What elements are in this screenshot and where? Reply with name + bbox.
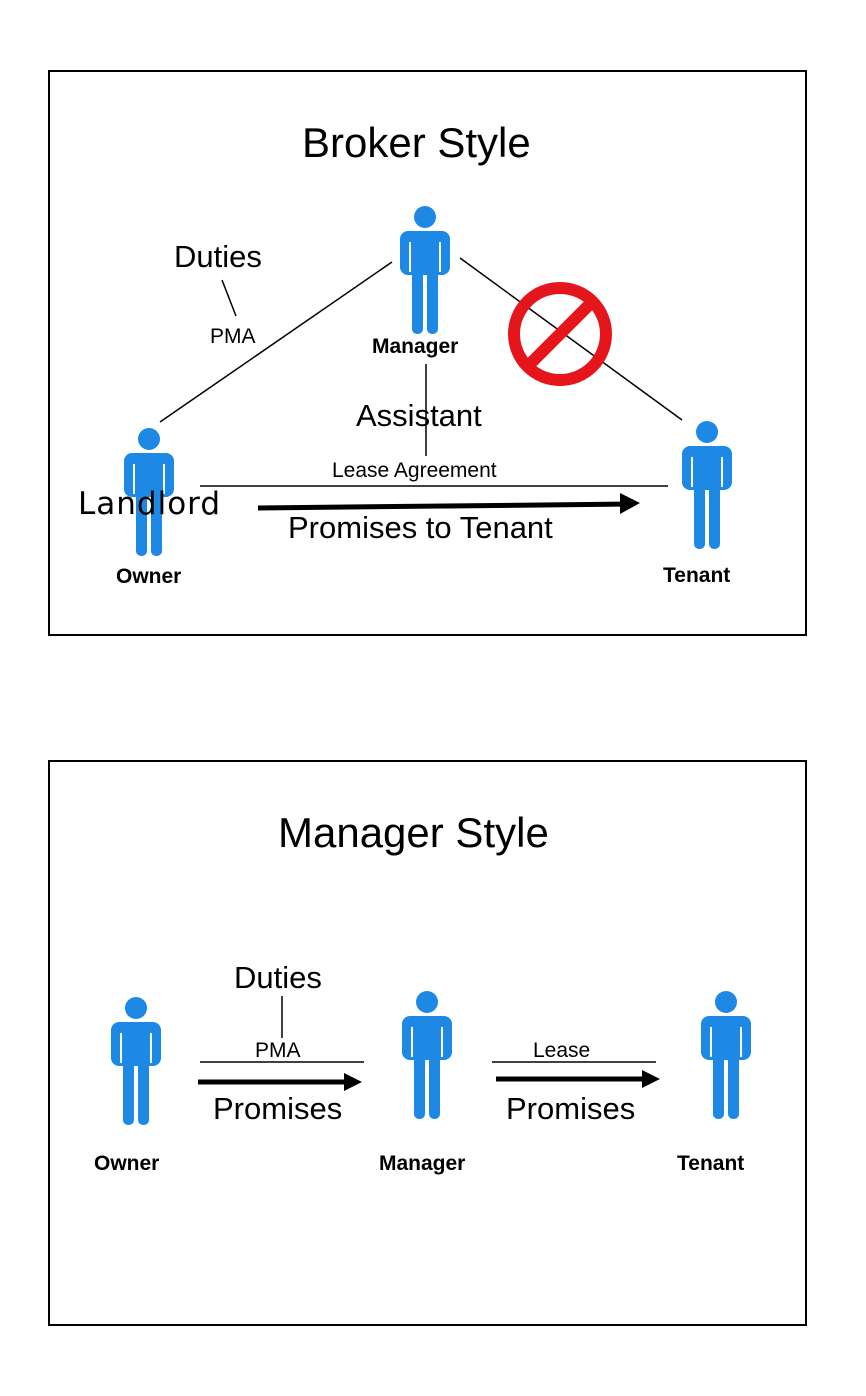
lease-label: Lease <box>533 1039 591 1062</box>
promises-to-tenant-label: Promises to Tenant <box>288 510 553 545</box>
person-icon <box>701 991 751 1119</box>
pma-label: PMA <box>255 1039 301 1062</box>
person-icon <box>682 421 732 549</box>
manager-style-title: Manager Style <box>278 809 549 856</box>
person-icon <box>111 997 161 1125</box>
landlord-label: Landlord <box>78 486 222 522</box>
manager-label: Manager <box>379 1152 466 1175</box>
duties-label: Duties <box>174 239 262 274</box>
owner-label: Owner <box>116 565 182 588</box>
tenant-label: Tenant <box>677 1152 745 1175</box>
assistant-label: Assistant <box>356 398 482 433</box>
owner-label: Owner <box>94 1152 160 1175</box>
person-icon <box>400 206 450 334</box>
person-icon <box>124 428 174 556</box>
broker-style-title: Broker Style <box>302 119 531 166</box>
lease-agreement-label: Lease Agreement <box>332 459 497 482</box>
duties-label: Duties <box>234 960 322 995</box>
person-icon <box>402 991 452 1119</box>
pma-label: PMA <box>210 325 256 348</box>
promises-left-label: Promises <box>213 1091 343 1126</box>
tenant-label: Tenant <box>663 564 731 587</box>
manager-label: Manager <box>372 335 459 358</box>
promises-right-label: Promises <box>506 1091 636 1126</box>
